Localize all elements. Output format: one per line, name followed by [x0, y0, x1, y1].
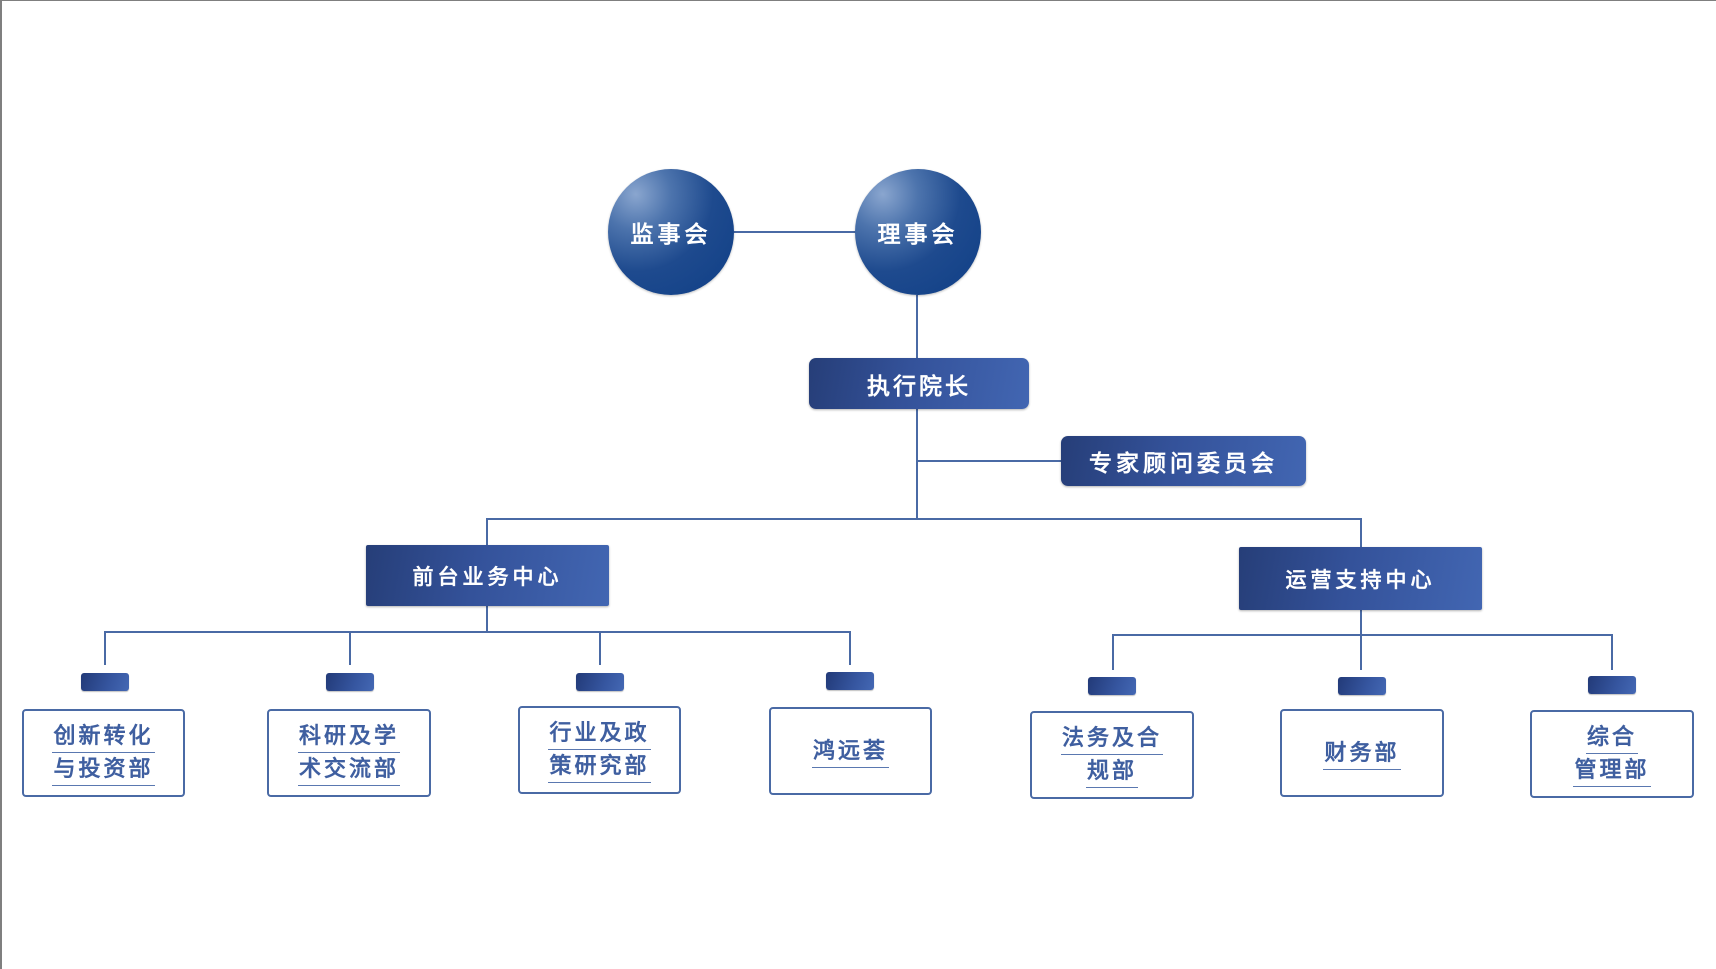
executive-director-label: 执行院长	[867, 372, 971, 400]
dept-label-line[interactable]: 术交流部	[297, 753, 400, 786]
operations-support-center-node[interactable]: 运营支持中心	[1239, 547, 1482, 610]
advisory-committee-node[interactable]: 专家顾问委员会	[1061, 436, 1306, 486]
connector-front-stub	[599, 631, 601, 665]
department-tab	[576, 673, 624, 691]
dept-legal-compliance[interactable]: 法务及合 规部	[1030, 711, 1194, 799]
connector-front-stub	[349, 631, 351, 665]
board-of-directors-label: 理事会	[877, 221, 959, 248]
supervisory-board-label: 监事会	[630, 221, 712, 248]
dept-industry-policy[interactable]: 行业及政 策研究部	[518, 706, 681, 794]
dept-label-line[interactable]: 综合	[1585, 721, 1638, 754]
dept-hongyuanhui[interactable]: 鸿远荟	[769, 707, 932, 795]
department-tab	[1588, 676, 1636, 694]
department-tab	[1338, 677, 1386, 695]
department-tab	[826, 672, 874, 690]
dept-label-line[interactable]: 管理部	[1573, 754, 1651, 787]
dept-label-line[interactable]: 行业及政	[548, 717, 651, 750]
connector-front-down	[486, 606, 488, 633]
connector-front-horizontal	[104, 631, 851, 633]
connector-front-stub	[104, 631, 106, 665]
supervisory-board-node[interactable]: 监事会	[608, 169, 734, 295]
dept-finance[interactable]: 财务部	[1280, 709, 1444, 797]
dept-label-line[interactable]: 规部	[1085, 755, 1138, 788]
front-business-center-label: 前台业务中心	[412, 563, 563, 589]
advisory-committee-label: 专家顾问委员会	[1089, 450, 1278, 477]
connector-ops-down	[1360, 610, 1362, 670]
dept-label-line[interactable]: 科研及学	[297, 720, 400, 753]
executive-director-node[interactable]: 执行院长	[809, 358, 1029, 409]
slide-frame-left	[0, 0, 2, 969]
slide-frame-top	[0, 0, 1716, 1]
connector-front-stub	[849, 631, 851, 665]
connector-front-drop	[486, 518, 488, 546]
connector-centers-horizontal	[486, 518, 1362, 520]
department-tab	[1088, 677, 1136, 695]
board-of-directors-node[interactable]: 理事会	[855, 169, 981, 295]
dept-label-line[interactable]: 策研究部	[548, 750, 651, 783]
dept-research-academic[interactable]: 科研及学 术交流部	[267, 709, 431, 797]
department-tab	[81, 673, 129, 691]
dept-label-line[interactable]: 创新转化	[52, 720, 155, 753]
department-tab	[326, 673, 374, 691]
connector-ops-stub	[1611, 634, 1613, 670]
dept-innovation-investment[interactable]: 创新转化 与投资部	[22, 709, 185, 797]
connector-ops-horizontal	[1112, 634, 1613, 636]
dept-label-line[interactable]: 法务及合	[1060, 722, 1163, 755]
connector-advisory	[916, 460, 1062, 462]
operations-support-center-label: 运营支持中心	[1285, 566, 1436, 592]
connector-ops-drop	[1360, 518, 1362, 548]
dept-general-management[interactable]: 综合 管理部	[1530, 710, 1694, 798]
dept-label-line[interactable]: 与投资部	[52, 753, 155, 786]
dept-label-line[interactable]: 鸿远荟	[811, 735, 889, 768]
front-business-center-node[interactable]: 前台业务中心	[366, 545, 609, 606]
dept-label-line[interactable]: 财务部	[1323, 737, 1401, 770]
connector-ops-stub	[1112, 634, 1114, 670]
connector-board-link	[734, 231, 856, 233]
